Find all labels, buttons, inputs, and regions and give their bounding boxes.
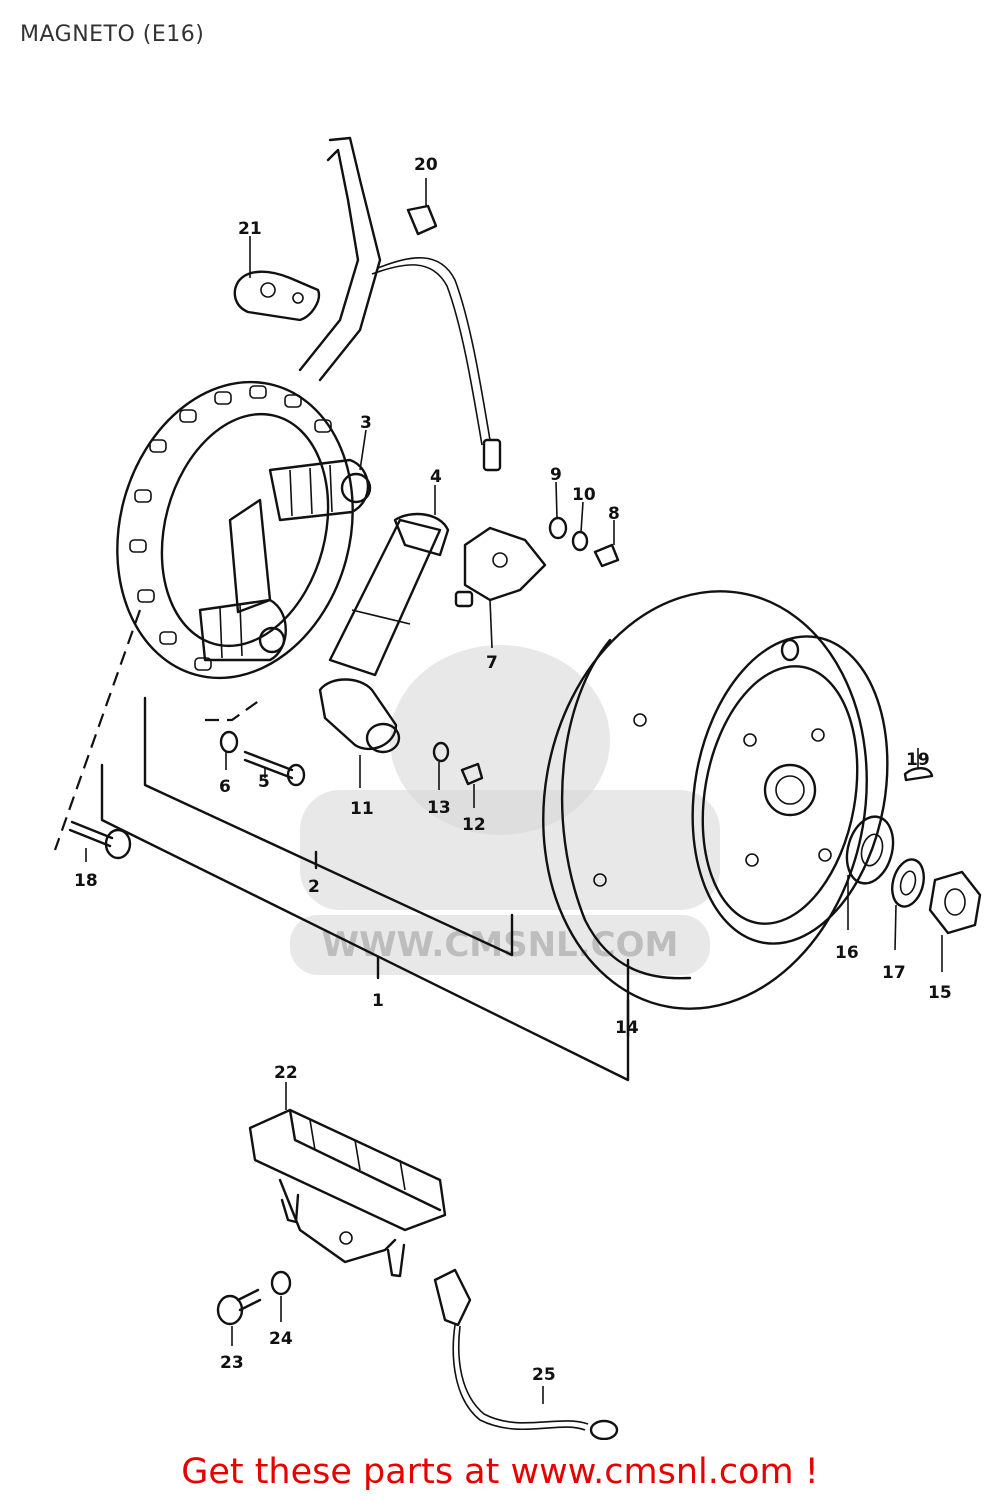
- watermark-text: WWW.CMSNL.COM: [322, 925, 679, 965]
- callout-11: 11: [350, 799, 374, 819]
- part-17-lock-washer: [891, 858, 925, 951]
- part-5-screw: [243, 750, 306, 787]
- part-20-cap: [406, 178, 438, 236]
- part-21-grommet: [233, 236, 321, 322]
- callout-7: 7: [486, 653, 498, 673]
- callout-13: 13: [427, 798, 451, 818]
- part-14-flywheel-rotor: [542, 590, 889, 1010]
- part-3-coil: [268, 429, 372, 522]
- wire-harness: [298, 136, 502, 472]
- part-25-ground-lead: [433, 1268, 619, 1440]
- callout-3: 3: [360, 413, 372, 433]
- callout-21: 21: [238, 219, 262, 239]
- callout-19: 19: [906, 750, 930, 770]
- callout-8: 8: [608, 504, 620, 524]
- part-4-breaker-arm: [328, 485, 450, 677]
- callout-24: 24: [269, 1329, 293, 1349]
- page-title: MAGNETO (E16): [20, 22, 205, 47]
- callout-1: 1: [372, 991, 384, 1011]
- part-9-washer: [548, 481, 568, 540]
- part-2-coil: [198, 498, 287, 662]
- part-6-washer: [219, 730, 239, 770]
- part-15-nut: [928, 870, 982, 972]
- callout-17: 17: [882, 963, 906, 983]
- part-19-key: [903, 748, 934, 782]
- part-23-screw: [216, 1288, 262, 1346]
- callout-18: 18: [74, 871, 98, 891]
- stator-base-plate: [116, 380, 354, 680]
- callout-6: 6: [219, 777, 231, 797]
- callout-2: 2: [308, 877, 320, 897]
- callout-4: 4: [430, 467, 442, 487]
- part-7-contact-points: [454, 526, 547, 649]
- watermark-logo: WWW.CMSNL.COM: [290, 645, 720, 975]
- part-10-washer: [571, 501, 589, 552]
- part-11-condenser: [318, 678, 401, 788]
- callout-5: 5: [258, 772, 270, 792]
- part-13-washer: [432, 741, 450, 790]
- callout-15: 15: [928, 983, 952, 1003]
- part-22-regulator: [248, 1082, 447, 1278]
- callout-22: 22: [274, 1063, 298, 1083]
- callout-9: 9: [550, 465, 562, 485]
- callout-10: 10: [572, 485, 596, 505]
- callout-14: 14: [615, 1018, 639, 1038]
- callout-labels: 1 2 3 4 5 6 7 8 9 10 11 12 13 14 15 16 1…: [74, 155, 952, 1385]
- part-8-screw: [593, 520, 620, 568]
- part-16-washer: [845, 815, 895, 930]
- part-12-screw: [460, 762, 484, 808]
- callout-23: 23: [220, 1353, 244, 1373]
- callout-25: 25: [532, 1365, 556, 1385]
- callout-12: 12: [462, 815, 486, 835]
- assembly-brackets: [53, 609, 630, 1082]
- part-18-bolt: [68, 820, 132, 862]
- callout-16: 16: [835, 943, 859, 963]
- part-24-washer: [270, 1270, 292, 1322]
- callout-20: 20: [414, 155, 438, 175]
- cmsnl-link[interactable]: Get these parts at www.cmsnl.com !: [181, 1452, 819, 1492]
- magneto-exploded-diagram: WWW.CMSNL.COM: [53, 136, 982, 1440]
